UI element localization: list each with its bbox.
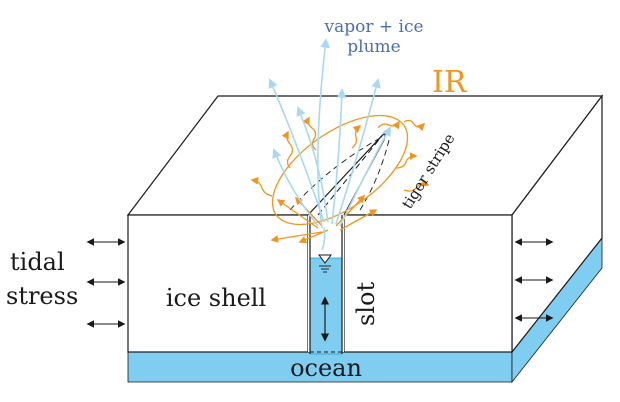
ice-shell-label: ice shell xyxy=(166,284,266,312)
ice-front-right xyxy=(343,214,513,353)
water-level-icon xyxy=(318,254,332,264)
ice-block xyxy=(126,94,604,354)
plume-streamers xyxy=(268,38,391,251)
ocean-label: ocean xyxy=(290,354,362,382)
slot-label: slot xyxy=(352,282,380,326)
tidal-stress-label-line1: tidal xyxy=(10,248,65,276)
plume-label-line1: vapor + ice xyxy=(323,17,423,37)
ir-label: IR xyxy=(432,65,468,100)
slot xyxy=(308,215,344,355)
tidal-stress-arrows-right xyxy=(514,238,554,322)
tidal-stress-arrows-left xyxy=(86,238,126,328)
ocean-layer xyxy=(127,236,603,384)
tidal-stress-label-line2: stress xyxy=(6,282,78,310)
plume-label-line2: plume xyxy=(347,37,400,57)
